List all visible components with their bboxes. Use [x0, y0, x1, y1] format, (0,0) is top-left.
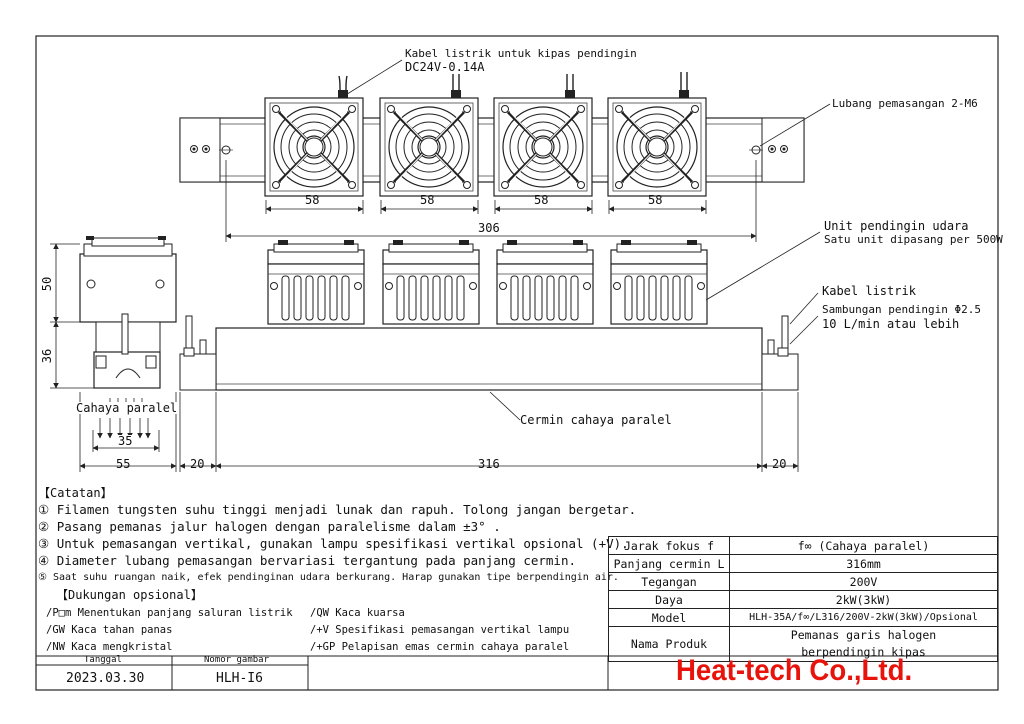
- spec-label: Panjang cermin L: [608, 554, 730, 573]
- power-cable-label: Kabel listrik: [822, 284, 916, 298]
- dim-side-width: 55: [116, 457, 131, 471]
- spec-value: 2kW(3kW): [729, 590, 998, 609]
- drawing-number: HLH-I6: [216, 671, 263, 686]
- dim-light-width: 35: [118, 434, 133, 448]
- product-name-line-2: berpendingin kipas: [801, 645, 926, 659]
- option-item: /P□m Menentukan panjang saluran listrik: [46, 607, 293, 619]
- spec-value: 316mm: [729, 554, 998, 573]
- spec-value: 200V: [729, 572, 998, 591]
- brand-logo: Heat-tech Co.,Ltd.: [676, 654, 913, 687]
- coolant-flow-label: 10 L/min atau lebih: [822, 317, 960, 331]
- dim-end-right: 20: [772, 457, 787, 471]
- cooling-unit-note: Satu unit dipasang per 500W: [824, 233, 1003, 246]
- dim-fan-1: 58: [305, 193, 320, 207]
- option-item: /+GP Pelapisan emas cermin cahaya parale…: [310, 641, 570, 653]
- date-label: Tanggal: [84, 655, 122, 665]
- table-row: Tegangan 200V: [608, 572, 998, 591]
- spec-value: HLH-35A/f∞/L316/200V-2kW(3kW)/Opsional: [729, 608, 998, 627]
- table-row: Daya 2kW(3kW): [608, 590, 998, 609]
- notes-heading: 【Catatan】: [38, 486, 113, 500]
- note-item: ③ Untuk pemasangan vertikal, gunakan lam…: [38, 536, 629, 551]
- drawing-no-label: Nomor gambar: [204, 655, 270, 665]
- parallel-light-label: Cahaya paralel: [76, 401, 178, 415]
- dim-height-top: 50: [40, 276, 55, 292]
- dim-body-length: 316: [478, 457, 500, 471]
- note-item: ① Filamen tungsten suhu tinggi menjadi l…: [38, 502, 637, 517]
- note-item: ② Pasang pemanas jalur halogen dengan pa…: [38, 519, 501, 534]
- dim-fan-2: 58: [420, 193, 435, 207]
- front-view-body: [215, 327, 763, 391]
- table-row: Panjang cermin L 316mm: [608, 554, 998, 573]
- note-item: ⑤ Saat suhu ruangan naik, efek pendingin…: [38, 572, 619, 583]
- options-heading: 【Dukungan opsional】: [56, 588, 203, 602]
- note-item: ④ Diameter lubang pemasangan bervariasi …: [38, 553, 577, 568]
- option-item: /+V Spesifikasi pemasangan vertikal lamp…: [310, 624, 570, 636]
- spec-label: Model: [608, 608, 730, 627]
- drawing-date: 2023.03.30: [66, 671, 145, 686]
- product-name-line-1: Pemanas garis halogen: [790, 628, 937, 642]
- coolant-connection-label: Sambungan pendingin Φ2.5: [822, 303, 981, 316]
- spec-label: Jarak fokus f: [608, 536, 730, 555]
- dim-height-bottom: 36: [40, 348, 55, 364]
- dim-fan-4: 58: [648, 193, 663, 207]
- mount-hole-label: Lubang pemasangan 2-M6: [832, 97, 978, 110]
- cooling-unit-label: Unit pendingin udara: [824, 219, 969, 233]
- spec-value: f∞ (Cahaya paralel): [729, 536, 998, 555]
- dim-fan-3: 58: [534, 193, 549, 207]
- spec-label: Daya: [608, 590, 730, 609]
- mirror-label: Cermin cahaya paralel: [520, 413, 672, 427]
- spec-table: Jarak fokus f f∞ (Cahaya paralel) Panjan…: [608, 536, 998, 662]
- table-row: Jarak fokus f f∞ (Cahaya paralel): [608, 536, 998, 555]
- option-item: /QW Kaca kuarsa: [310, 607, 405, 619]
- table-row: Model HLH-35A/f∞/L316/200V-2kW(3kW)/Opsi…: [608, 608, 998, 627]
- fan-cable-spec: DC24V-0.14A: [405, 60, 485, 74]
- option-item: /GW Kaca tahan panas: [46, 624, 173, 636]
- dim-end-left: 20: [190, 457, 205, 471]
- product-name-label: Nama Produk: [608, 626, 730, 662]
- fan-cable-label: Kabel listrik untuk kipas pendingin: [405, 47, 637, 60]
- product-name-value: Pemanas garis halogen berpendingin kipas: [729, 626, 998, 662]
- table-row: Nama Produk Pemanas garis halogen berpen…: [608, 626, 998, 662]
- spec-label: Tegangan: [608, 572, 730, 591]
- option-item: /NW Kaca mengkristal: [46, 641, 173, 653]
- dim-hole-span: 306: [478, 221, 500, 235]
